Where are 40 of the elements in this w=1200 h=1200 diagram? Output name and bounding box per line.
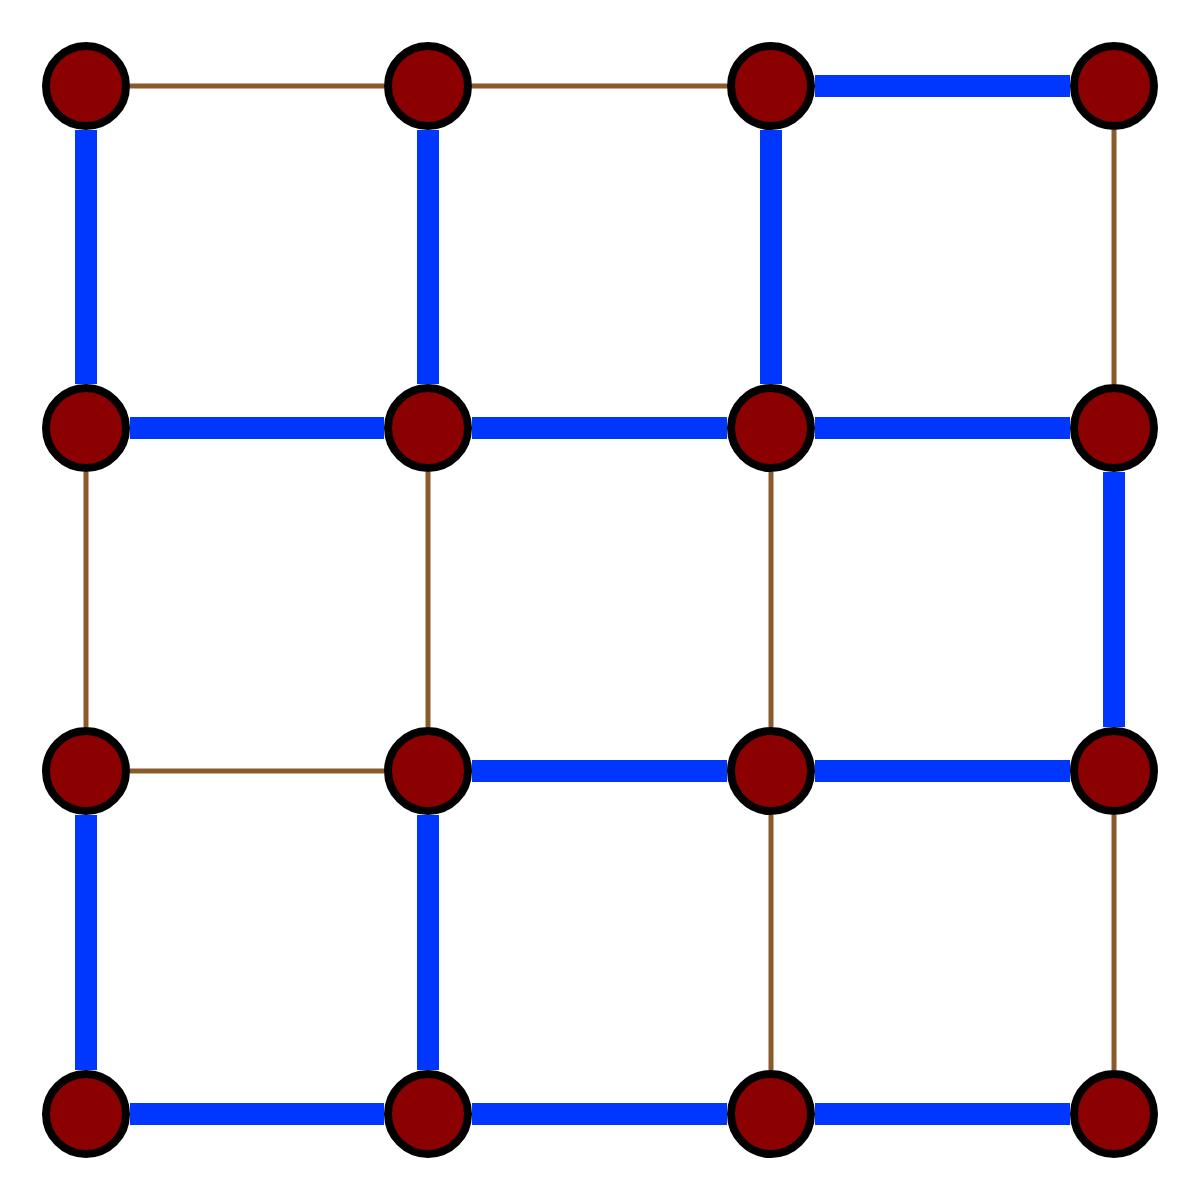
circle-node: [42, 42, 130, 130]
connector-line: [417, 130, 439, 384]
connector-line: [83, 472, 89, 727]
circle-node: [384, 384, 472, 472]
circle-node: [1070, 42, 1158, 130]
circle-node: [384, 1070, 472, 1158]
connector-line: [75, 815, 97, 1070]
circle-node: [384, 727, 472, 815]
connector-line: [815, 417, 1070, 439]
connector-line: [760, 130, 782, 384]
connector-line: [1111, 130, 1117, 384]
circle-node: [727, 384, 815, 472]
connector-line: [472, 83, 727, 89]
connector-line: [815, 1103, 1070, 1125]
connector-line: [130, 417, 384, 439]
connector-line: [1103, 472, 1125, 727]
connector-line: [75, 130, 97, 384]
connector-line: [472, 760, 727, 782]
connector-line: [472, 417, 727, 439]
circle-node: [727, 1070, 815, 1158]
connector-line: [768, 472, 774, 727]
connector-line: [130, 1103, 384, 1125]
connector-line: [130, 768, 384, 774]
connector-line: [425, 472, 431, 727]
connector-line: [417, 815, 439, 1070]
connector-line: [472, 1103, 727, 1125]
circle-node: [727, 42, 815, 130]
connector-line: [815, 75, 1070, 97]
connector-line: [768, 815, 774, 1070]
circle-node: [1070, 384, 1158, 472]
connector-line: [1111, 815, 1117, 1070]
circle-node: [1070, 1070, 1158, 1158]
circle-node: [42, 384, 130, 472]
circle-node: [42, 727, 130, 815]
connector-line: [815, 760, 1070, 782]
circle-node: [727, 727, 815, 815]
circle-node: [1070, 727, 1158, 815]
connector-line: [130, 83, 384, 89]
circle-node: [384, 42, 472, 130]
circle-node: [42, 1070, 130, 1158]
